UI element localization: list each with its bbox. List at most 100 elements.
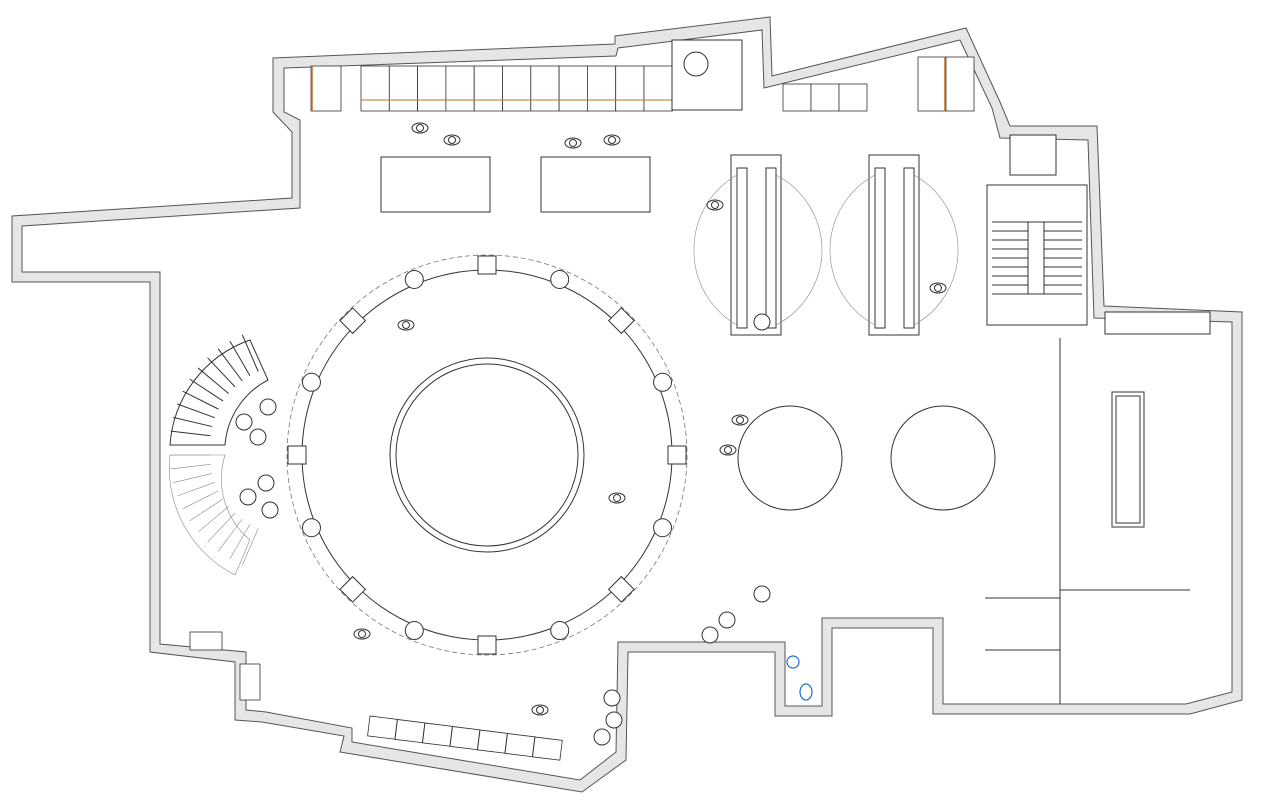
display-pedestal [550,621,570,641]
stool [605,711,623,729]
display-table [380,156,491,213]
cabinet [502,65,532,112]
person-icon [719,444,737,456]
cabinet [477,729,508,754]
person-head [536,706,544,714]
toilet-icon [799,683,813,701]
cabinet [838,83,868,112]
person-head [448,136,456,144]
cabinet [310,65,342,112]
person-icon [731,414,749,426]
stool [239,488,257,506]
stool [235,413,253,431]
person-head [358,630,366,638]
stair-tread [170,430,211,437]
display-plinth [477,255,497,275]
display-pedestal [301,518,321,538]
stair-tread [177,482,215,497]
interior-floor [21,29,1233,781]
escalator-right [829,154,959,336]
cabinet [532,736,563,761]
display-plinth [339,575,367,603]
person-head [402,321,410,329]
cabinet [782,83,812,112]
cabinet [360,65,390,112]
display-pedestal [404,621,424,641]
person-icon [608,492,626,504]
display-plinth [607,307,635,335]
cabinet [530,65,560,112]
cabinet [449,726,481,751]
person-head [934,284,942,292]
person-head [736,416,744,424]
wall-cabinets [310,56,975,112]
cabinet [558,65,588,112]
cabinet [587,65,617,112]
display-table [540,156,651,213]
stool [718,611,736,629]
person-icon [353,628,371,640]
cabinet [917,56,947,112]
stair-tread [229,524,251,560]
straight-staircase [986,184,1088,326]
cabinet [504,733,536,758]
cabinet [189,631,223,651]
stool [753,585,771,603]
stair-tread [241,334,259,372]
display-plinth [287,445,307,465]
display-pedestal [550,269,570,289]
bench [1104,311,1211,335]
stools [235,398,771,746]
display-plinth [339,307,367,335]
person-icon [397,319,415,331]
person-head [711,201,719,209]
column [683,51,709,77]
stair-tread [173,473,213,483]
cabinet [643,65,673,112]
cabinet [445,65,475,112]
person-head [724,446,732,454]
display-pedestal [653,372,673,392]
stool [249,428,267,446]
central-platform-inner [395,363,579,547]
stool [593,728,611,746]
stair-tread [182,490,219,510]
display-table [1111,391,1145,528]
person-icon [603,134,621,146]
elevator-top [671,39,743,111]
person-icon [706,199,724,211]
central-platform-outer [389,357,585,553]
person-icon [443,134,461,146]
display-plinth [477,635,497,655]
round-table [737,405,843,511]
person-icon [929,282,947,294]
people-figures [353,122,947,716]
cabinet [239,663,261,701]
stair-tread [197,367,230,395]
stair-tread [242,528,259,566]
stair-tread [177,403,215,419]
display-table-inner [1115,395,1141,524]
stool [603,689,621,707]
stair-tread [218,518,243,552]
display-pedestal [404,269,424,289]
round-table [890,405,996,511]
display-pedestal [653,518,673,538]
stair-tread [189,378,224,402]
cabinet [388,65,418,112]
stair-tread [207,512,236,543]
stair-tread [170,463,211,470]
cabinet [367,715,398,740]
stair-tread [189,498,224,522]
stair-tread [207,357,236,388]
stair-tread [217,348,243,382]
cabinet [417,65,447,112]
elevator [1009,134,1057,176]
rotunda-fixtures [287,255,687,655]
person-icon [564,137,582,149]
stool [701,626,719,644]
cabinet [615,65,645,112]
display-plinth [607,575,635,603]
rotunda-outer-ring [286,254,688,656]
